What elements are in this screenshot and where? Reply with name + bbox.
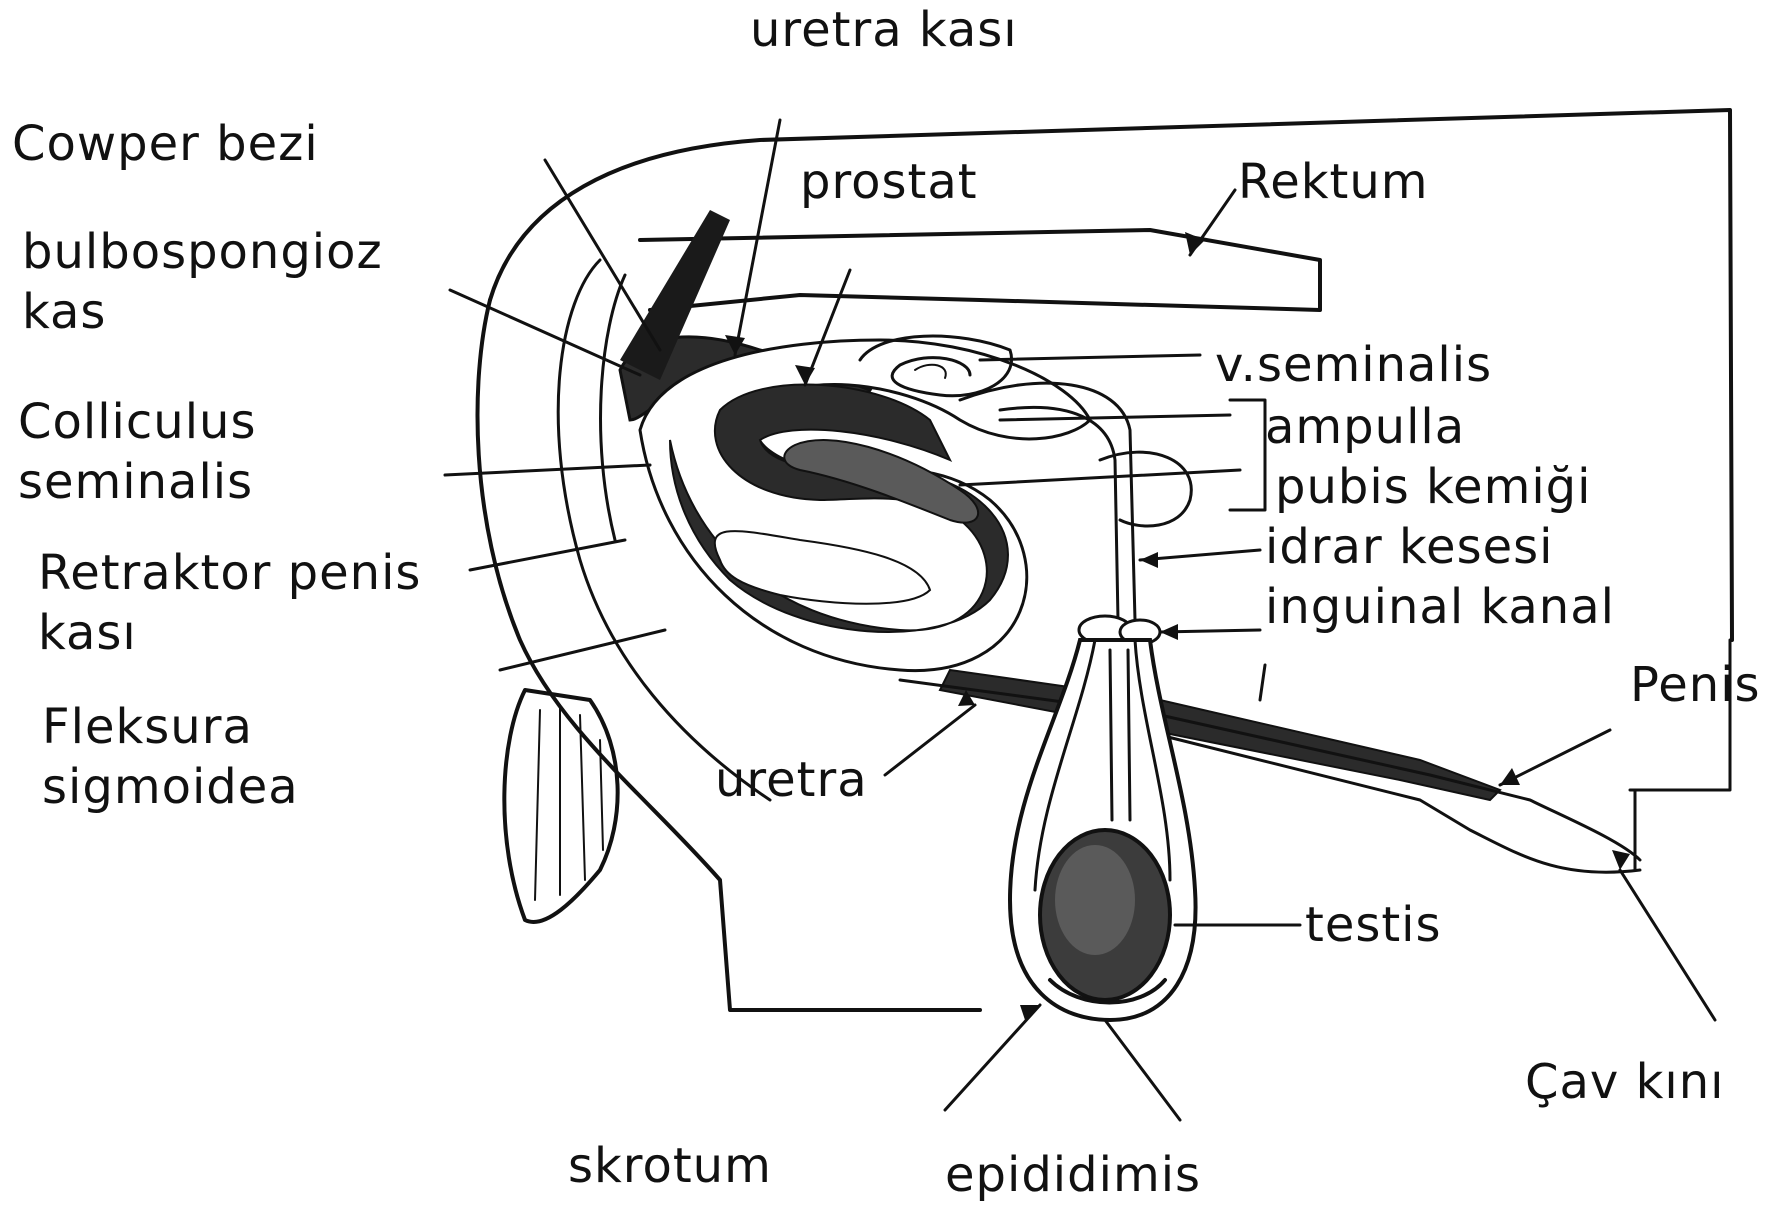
label-testis: testis — [1305, 895, 1442, 955]
label-ampulla: ampulla — [1265, 397, 1465, 457]
label-uretra-kasi: uretra kası — [750, 0, 1018, 60]
label-fleksura-line1: Fleksura — [42, 697, 253, 757]
label-bulbospongioz-line1: bulbospongioz — [22, 222, 383, 282]
label-cav-kini: Çav kını — [1525, 1052, 1724, 1112]
label-bulbospongioz-line2: kas — [22, 282, 106, 342]
penis-shaft-dark — [940, 670, 1500, 800]
label-v-seminalis: v.seminalis — [1215, 335, 1492, 395]
label-retraktor-line1: Retraktor penis — [38, 543, 421, 603]
label-skrotum: skrotum — [568, 1136, 772, 1196]
label-colliculus-line1: Colliculus — [18, 392, 256, 452]
label-uretra: uretra — [715, 750, 868, 810]
label-retraktor-line2: kası — [38, 603, 137, 663]
label-rektum: Rektum — [1238, 152, 1429, 212]
label-epididimis: epididimis — [945, 1145, 1201, 1205]
label-penis: Penis — [1630, 655, 1761, 715]
label-prostat: prostat — [800, 152, 978, 212]
body-inner-outline-2 — [601, 275, 625, 540]
label-colliculus-line2: seminalis — [18, 452, 253, 512]
label-fleksura-line2: sigmoidea — [42, 757, 299, 817]
rectum-tube — [640, 230, 1320, 310]
label-cowper-bezi: Cowper bezi — [12, 114, 319, 174]
label-pubis-kemigi: pubis kemiği — [1275, 457, 1591, 517]
label-idrar-kesesi: idrar kesesi — [1265, 517, 1553, 577]
label-inguinal-kanal: inguinal kanal — [1265, 577, 1615, 637]
